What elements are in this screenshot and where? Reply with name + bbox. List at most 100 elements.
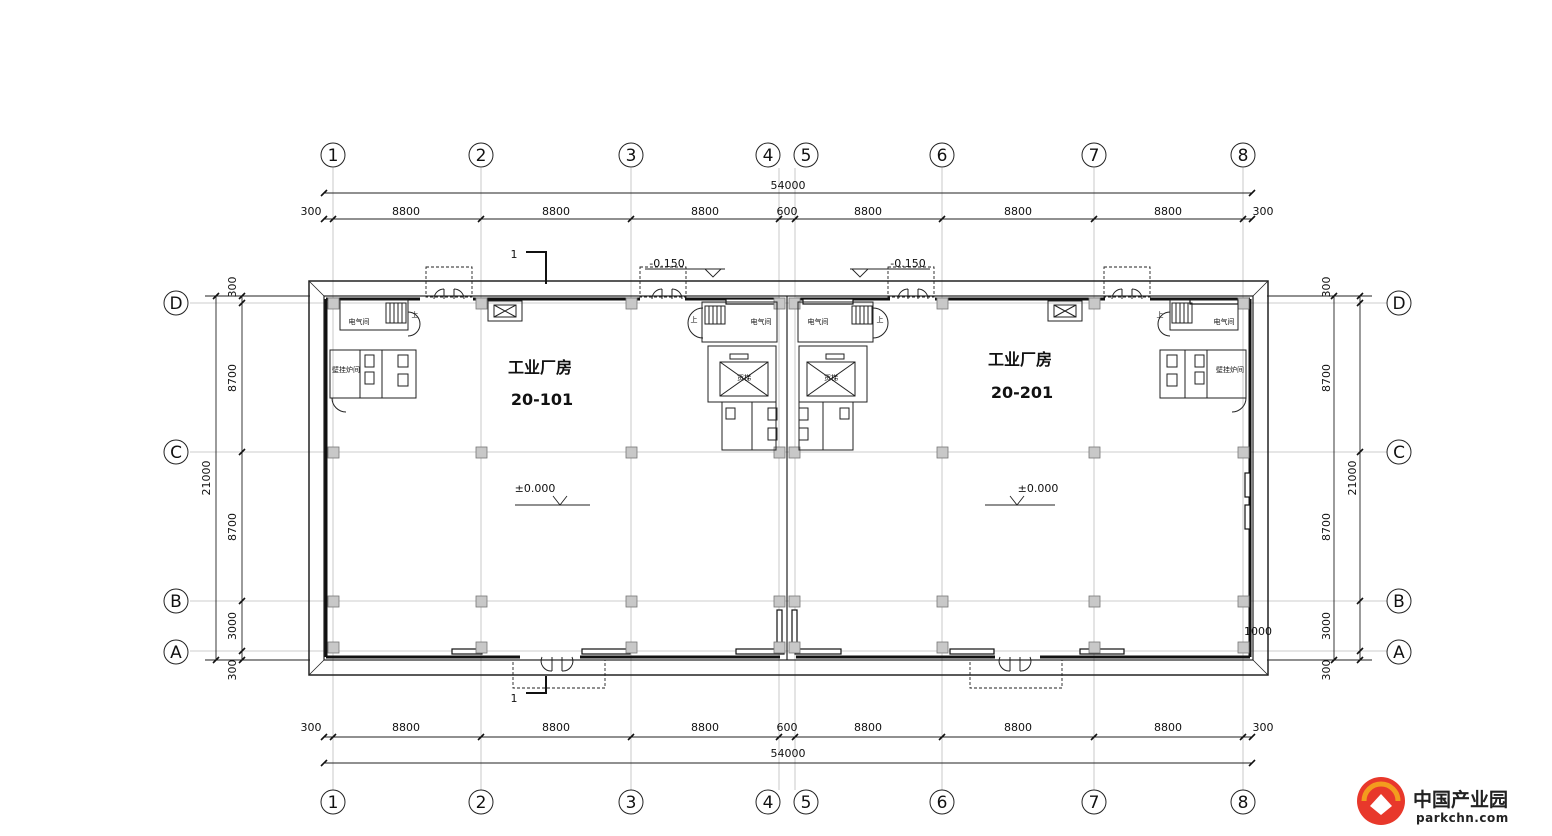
shaft-boxes <box>487 300 1083 322</box>
electrical-room-center-right: 电气间 <box>808 317 829 326</box>
dimension-text: 54000 300 8800 8800 8800 600 8800 8800 8… <box>301 179 1274 760</box>
axis-6-top: 6 <box>937 146 948 166</box>
level-outside-left: -0.150 <box>649 257 684 270</box>
axis-2-bottom: 2 <box>476 793 487 813</box>
dim-local: 1000 <box>1244 625 1272 638</box>
dimension-text-vertical: 300 8700 8700 3000 300 21000 300 8700 87… <box>200 277 1359 681</box>
dim-edge-bottom-left: 300 <box>301 721 322 734</box>
dim-bay-bottom-4: 8800 <box>854 721 882 734</box>
dim-joint-bottom: 600 <box>777 721 798 734</box>
room-number-right: 20-201 <box>991 383 1053 402</box>
axis-2-top: 2 <box>476 146 487 166</box>
dimension-lines <box>205 192 1372 764</box>
axis-b-right: B <box>1393 592 1405 612</box>
dim-bay-top-1: 8800 <box>392 205 420 218</box>
dim-total-left: 21000 <box>200 461 213 496</box>
dim-bay-top-2: 8800 <box>542 205 570 218</box>
electrical-room-center-left: 电气间 <box>751 317 772 326</box>
elevator-right: 货梯 <box>824 373 838 382</box>
dim-row-right-2: 8700 <box>1320 513 1333 541</box>
axis-bubbles <box>163 142 1412 815</box>
service-rooms <box>329 299 1247 451</box>
dim-row-left-3: 3000 <box>226 612 239 640</box>
axis-5-top: 5 <box>801 146 812 166</box>
section-label-top: 1 <box>511 248 518 261</box>
dim-edge-left-top: 300 <box>226 277 239 298</box>
level-outside-right: -0.150 <box>890 257 925 270</box>
dim-bay-bottom-5: 8800 <box>1004 721 1032 734</box>
axis-d-left: D <box>169 294 182 314</box>
level-floor-right: ±0.000 <box>1018 482 1059 495</box>
stair-up-right: 上 <box>1157 310 1164 319</box>
dim-row-right-3: 3000 <box>1320 612 1333 640</box>
logo-name: 中国产业园 <box>1413 788 1508 811</box>
canopy-outlines <box>425 266 1151 689</box>
dim-row-left-2: 8700 <box>226 513 239 541</box>
dim-overall-bottom: 54000 <box>771 747 806 760</box>
dim-row-left-1: 8700 <box>226 364 239 392</box>
electrical-room-left: 电气间 <box>349 317 370 326</box>
parkchn-logo: 中国产业园 parkchn.com <box>1357 777 1509 825</box>
dim-bay-top-3: 8800 <box>691 205 719 218</box>
elevator-left: 货梯 <box>737 373 751 382</box>
boiler-room-right: 壁挂炉间 <box>1216 365 1244 374</box>
dim-bay-bottom-6: 8800 <box>1154 721 1182 734</box>
grid-lines <box>190 168 1390 790</box>
dim-bay-top-6: 8800 <box>1154 205 1182 218</box>
axis-labels: 1 2 3 4 5 6 7 8 1 2 3 4 5 6 7 8 D C B A … <box>169 146 1405 813</box>
axis-3-bottom: 3 <box>626 793 637 813</box>
axis-7-bottom: 7 <box>1089 793 1100 813</box>
axis-a-left: A <box>170 643 182 663</box>
axis-d-right: D <box>1392 294 1405 314</box>
room-number-left: 20-101 <box>511 390 573 409</box>
level-symbols <box>515 268 1055 506</box>
dim-bay-top-5: 8800 <box>1004 205 1032 218</box>
dim-edge-right-bottom: 300 <box>1320 660 1333 681</box>
dim-total-right: 21000 <box>1346 461 1359 496</box>
dim-edge-top-left: 300 <box>301 205 322 218</box>
dimension-ticks <box>212 189 1364 767</box>
dim-edge-bottom-right: 300 <box>1253 721 1274 734</box>
axis-5-bottom: 5 <box>801 793 812 813</box>
axis-8-top: 8 <box>1238 146 1249 166</box>
dim-row-right-1: 8700 <box>1320 364 1333 392</box>
axis-b-left: B <box>170 592 182 612</box>
door-swings <box>433 288 1143 672</box>
axis-3-top: 3 <box>626 146 637 166</box>
structural-columns <box>327 297 1250 654</box>
axis-1-top: 1 <box>328 146 339 166</box>
level-floor-left: ±0.000 <box>515 482 556 495</box>
boiler-room-left: 壁挂炉间 <box>332 365 360 374</box>
stair-up-center-right: 上 <box>877 315 884 324</box>
axis-c-right: C <box>1393 443 1405 463</box>
dim-edge-left-bottom: 300 <box>226 660 239 681</box>
building-outline <box>308 280 1269 676</box>
dim-bay-bottom-3: 8800 <box>691 721 719 734</box>
section-marks <box>526 251 547 694</box>
room-name-right: 工业厂房 <box>988 350 1052 369</box>
axis-8-bottom: 8 <box>1238 793 1249 813</box>
stair-up-left: 上 <box>412 310 419 319</box>
dim-joint-top: 600 <box>777 205 798 218</box>
room-name-left: 工业厂房 <box>508 358 572 377</box>
stair-up-center-left: 上 <box>691 315 698 324</box>
wall-segments <box>324 297 1252 659</box>
dim-edge-right-top: 300 <box>1320 277 1333 298</box>
section-label-bottom: 1 <box>511 692 518 705</box>
axis-4-top: 4 <box>763 146 774 166</box>
logo-url: parkchn.com <box>1416 811 1509 825</box>
axis-1-bottom: 1 <box>328 793 339 813</box>
axis-4-bottom: 4 <box>763 793 774 813</box>
electrical-room-right: 电气间 <box>1214 317 1235 326</box>
dim-bay-top-4: 8800 <box>854 205 882 218</box>
dim-bay-bottom-2: 8800 <box>542 721 570 734</box>
axis-a-right: A <box>1393 643 1405 663</box>
dim-bay-bottom-1: 8800 <box>392 721 420 734</box>
level-labels: ±0.000 ±0.000 -0.150 -0.150 1 1 <box>511 248 1059 705</box>
room-labels: 工业厂房 20-101 工业厂房 20-201 电气间 壁挂炉间 电气间 电气间… <box>332 310 1244 409</box>
dim-overall-top: 54000 <box>771 179 806 192</box>
dim-edge-top-right: 300 <box>1253 205 1274 218</box>
axis-c-left: C <box>170 443 182 463</box>
axis-7-top: 7 <box>1089 146 1100 166</box>
